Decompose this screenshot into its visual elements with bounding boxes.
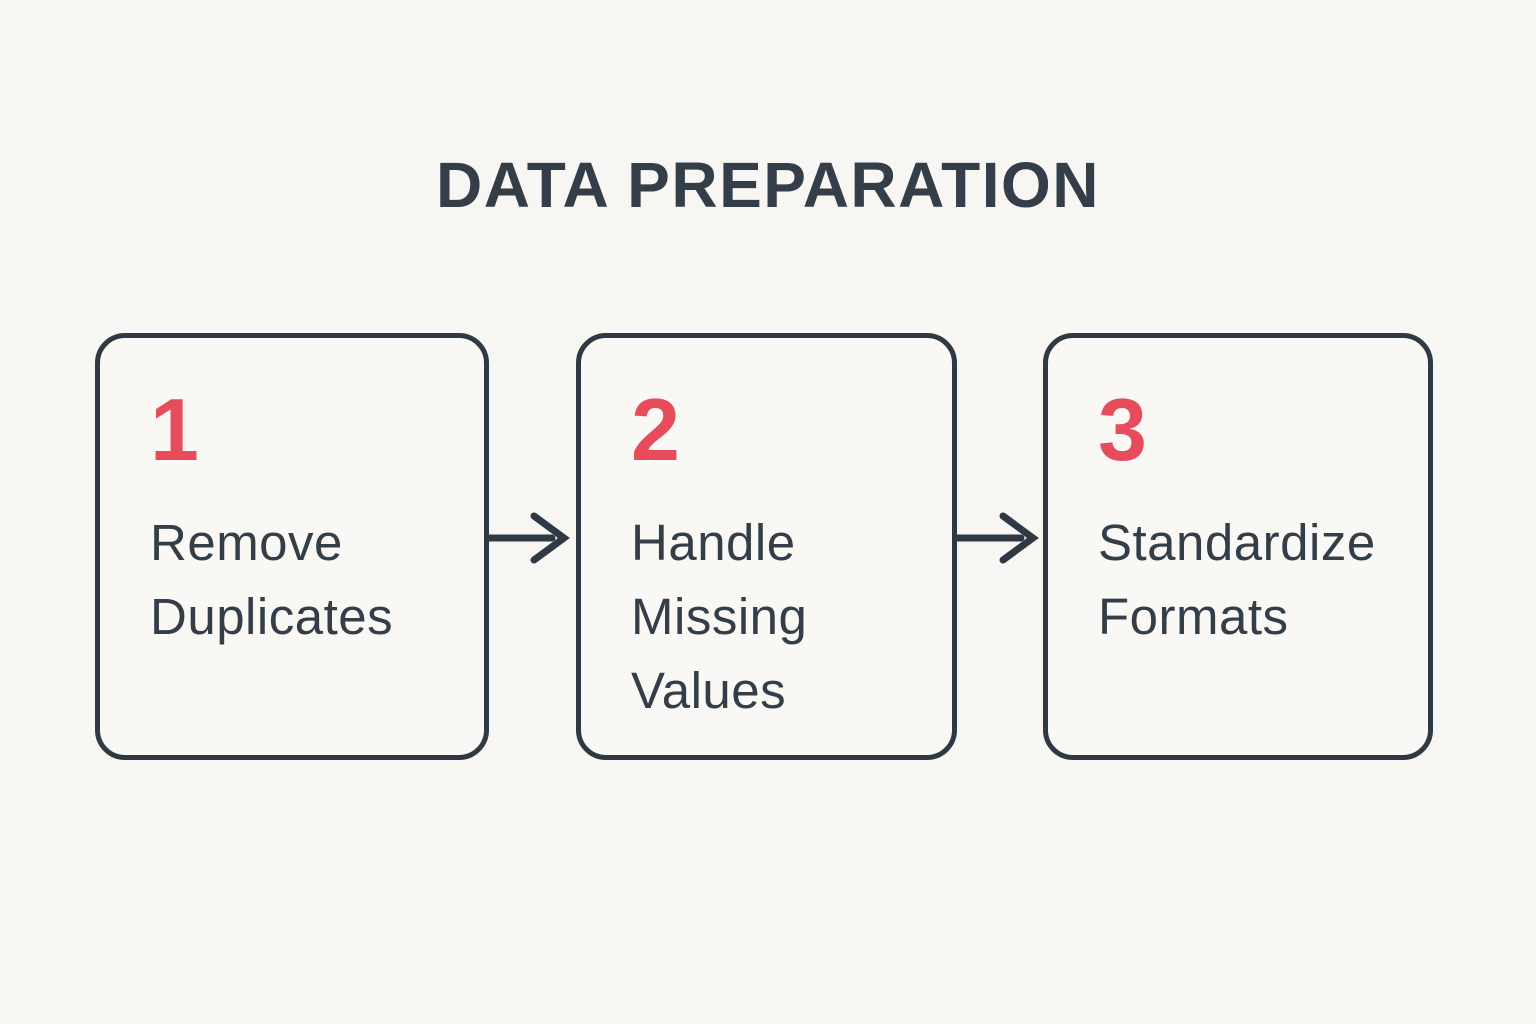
step-label-line: Values [631, 662, 787, 719]
step-label-line: Remove [150, 514, 343, 571]
step-label-line: Standardize [1098, 514, 1376, 571]
step-label: Remove Duplicates [150, 506, 393, 654]
step-label-line: Handle [631, 514, 796, 571]
step-number: 3 [1098, 380, 1147, 479]
arrow-right-icon [486, 512, 570, 564]
step-number: 2 [631, 380, 680, 479]
step-box-standardize-formats: 3 Standardize Formats [1043, 333, 1433, 760]
step-label: Handle Missing Values [631, 506, 807, 728]
step-label-line: Duplicates [150, 588, 394, 645]
step-box-handle-missing-values: 2 Handle Missing Values [576, 333, 957, 760]
step-number: 1 [150, 380, 199, 479]
step-label: Standardize Formats [1098, 506, 1376, 654]
diagram-title: DATA PREPARATION [436, 149, 1100, 221]
arrow-right-icon [955, 512, 1039, 564]
step-label-line: Formats [1098, 588, 1289, 645]
step-label-line: Missing [631, 588, 808, 645]
step-box-remove-duplicates: 1 Remove Duplicates [95, 333, 489, 760]
